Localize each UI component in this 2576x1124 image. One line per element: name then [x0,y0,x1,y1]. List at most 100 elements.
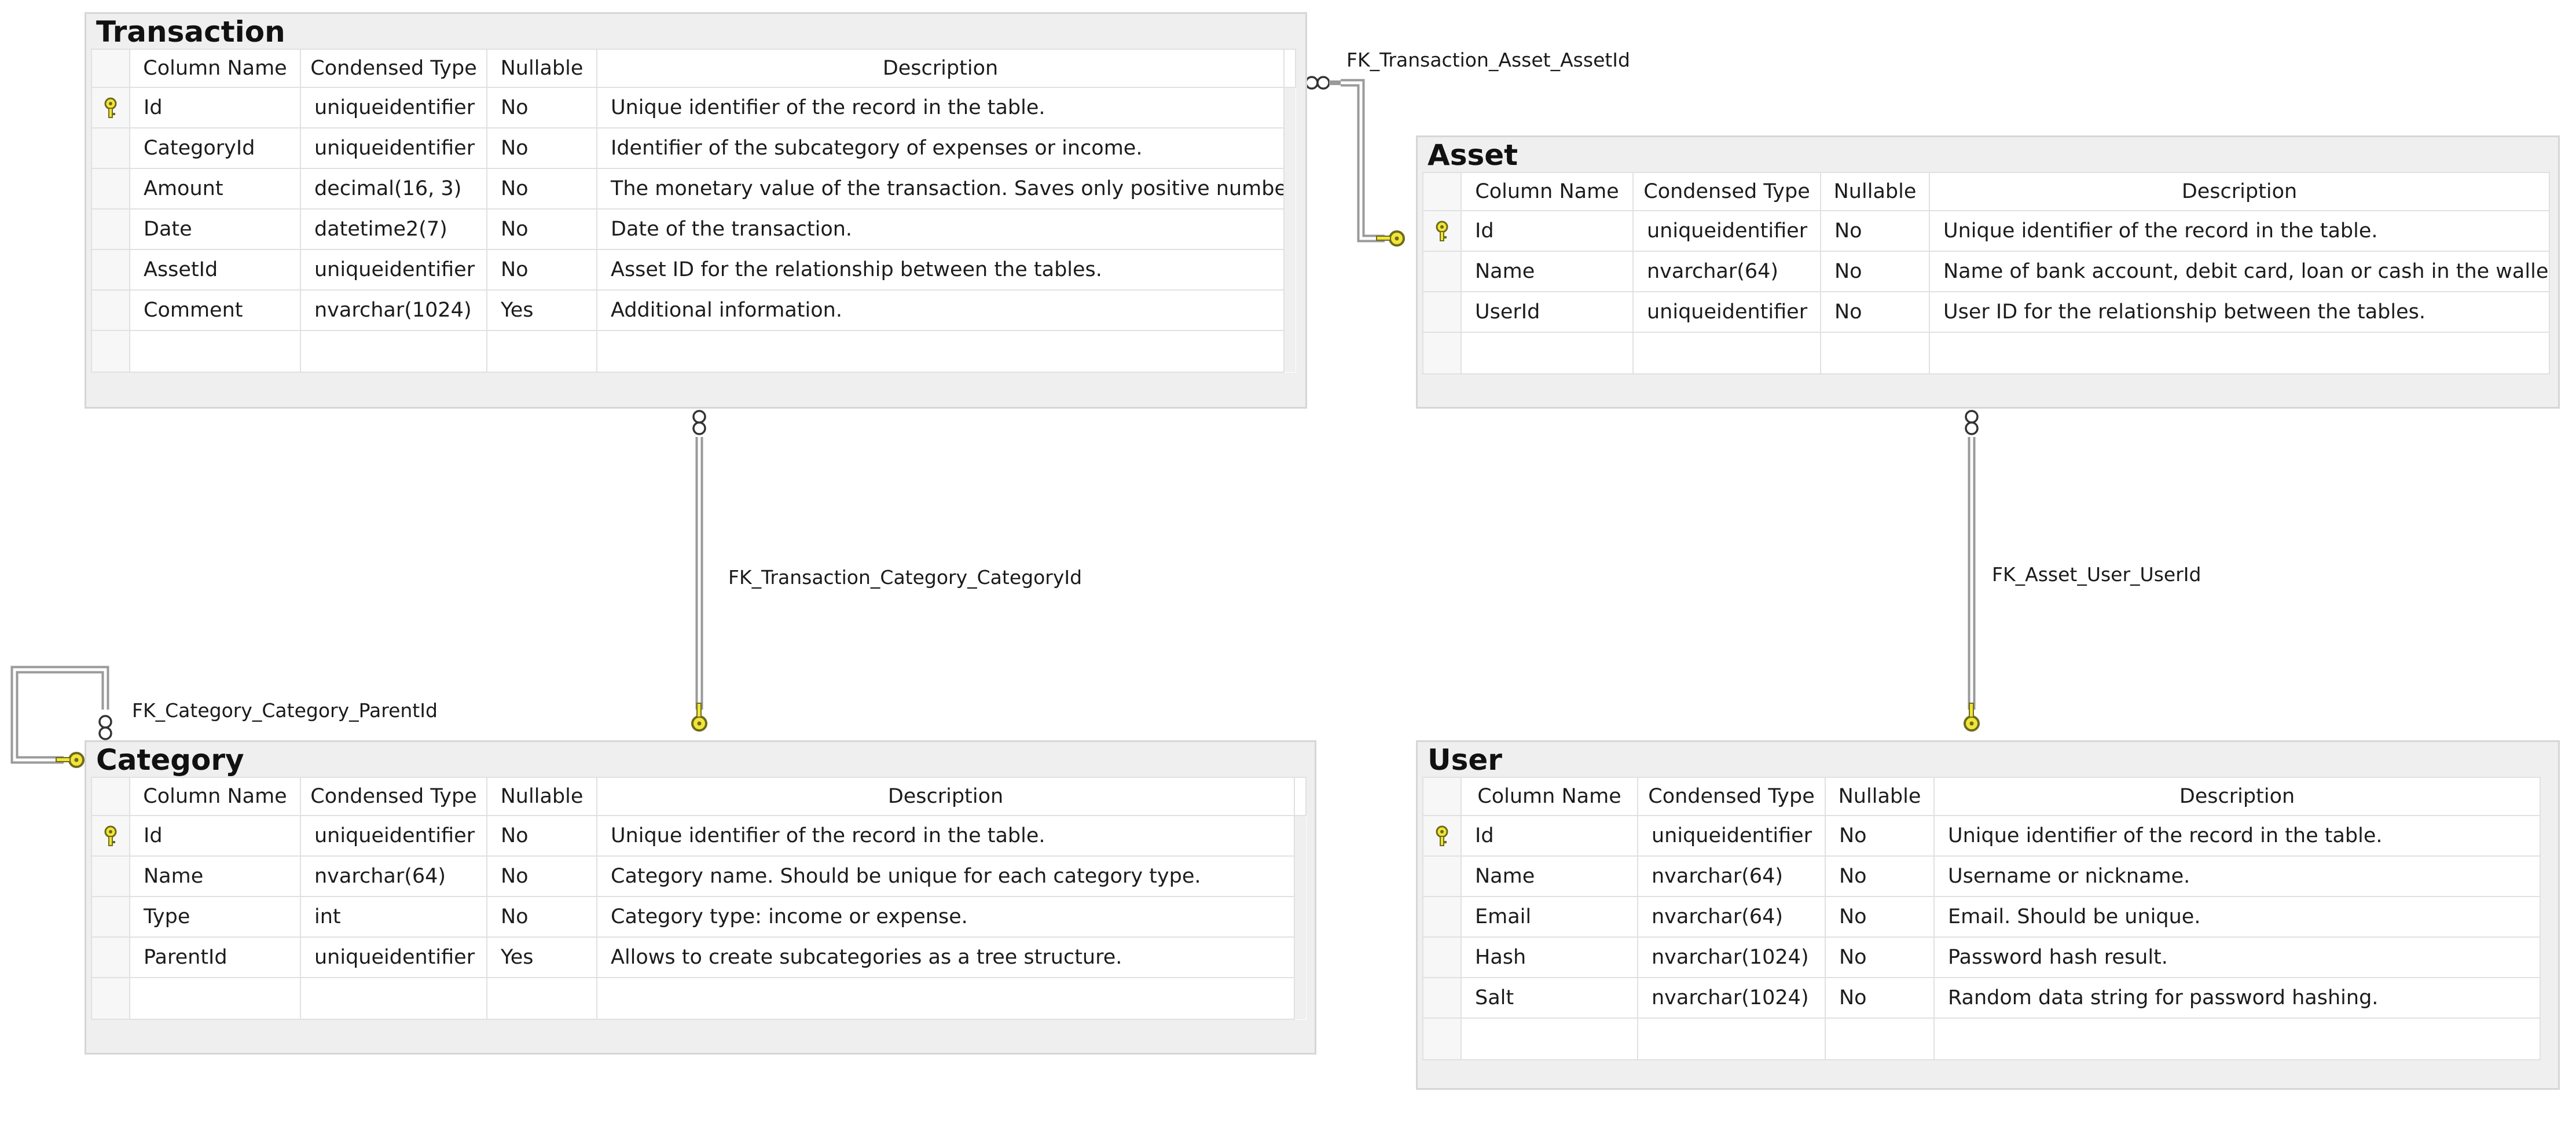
row-selector[interactable] [91,936,130,978]
table-row[interactable]: Salt nvarchar(1024) No Random data strin… [1422,977,2541,1019]
cell-column-name[interactable]: Email [1461,896,1638,938]
row-selector[interactable] [91,855,130,897]
table-row[interactable]: Id uniqueidentifier No Unique identifier… [91,815,1306,857]
cell-column-name[interactable]: AssetId [129,249,301,291]
cell-nullable[interactable]: No [486,815,597,857]
cell-column-name[interactable]: Salt [1461,977,1638,1019]
cell-nullable[interactable]: No [1825,936,1935,978]
cell-condensed-type[interactable]: nvarchar(1024) [1637,936,1826,978]
column-name-header[interactable]: Column Name [1461,777,1638,816]
nullable-header[interactable]: Nullable [486,49,597,88]
cell-condensed-type[interactable]: uniqueidentifier [1637,815,1826,857]
category-table[interactable]: Category Column Name Condensed Type Null… [85,740,1316,1055]
cell-column-name[interactable]: Name [1461,855,1638,897]
new-row-placeholder[interactable] [1422,1018,2541,1060]
table-row[interactable]: Comment nvarchar(1024) Yes Additional in… [91,289,1296,331]
table-row[interactable]: Date datetime2(7) No Date of the transac… [91,208,1296,250]
cell-nullable[interactable]: No [1825,815,1935,857]
cell-condensed-type[interactable]: uniqueidentifier [1632,291,1821,333]
empty-cell[interactable] [1632,332,1821,374]
fk-transaction-asset-connector[interactable] [1305,76,1405,247]
row-selector[interactable] [1422,251,1462,292]
cell-column-name[interactable]: Hash [1461,936,1638,978]
cell-nullable[interactable]: No [486,249,597,291]
empty-cell[interactable] [300,330,487,373]
cell-condensed-type[interactable]: uniqueidentifier [300,87,487,128]
cell-description[interactable]: Identifier of the subcategory of expense… [596,127,1285,169]
cell-nullable[interactable]: No [486,208,597,250]
condensed-type-header[interactable]: Condensed Type [1637,777,1826,816]
row-selector[interactable] [91,249,130,291]
cell-nullable[interactable]: No [486,896,597,938]
cell-nullable[interactable]: No [1825,855,1935,897]
asset-table[interactable]: Asset Column Name Condensed Type Nullabl… [1416,135,2560,409]
cell-nullable[interactable]: No [1820,210,1930,252]
table-row[interactable]: ParentId uniqueidentifier Yes Allows to … [91,936,1306,978]
cell-nullable[interactable]: Yes [486,936,597,978]
empty-cell[interactable] [300,977,487,1020]
cell-description[interactable]: Name of bank account, debit card, loan o… [1929,251,2550,292]
row-selector[interactable] [91,87,130,128]
cell-column-name[interactable]: CategoryId [129,127,301,169]
table-row[interactable]: Email nvarchar(64) No Email. Should be u… [1422,896,2541,938]
row-selector[interactable] [1422,896,1462,938]
row-selector[interactable] [91,127,130,169]
description-header[interactable]: Description [596,777,1295,816]
cell-column-name[interactable]: Amount [129,168,301,210]
cell-condensed-type[interactable]: decimal(16, 3) [300,168,487,210]
empty-cell[interactable] [129,330,301,373]
table-row[interactable]: AssetId uniqueidentifier No Asset ID for… [91,249,1296,291]
cell-description[interactable]: Unique identifier of the record in the t… [596,815,1295,857]
row-selector[interactable] [1422,210,1462,252]
row-selector[interactable] [91,289,130,331]
transaction-table[interactable]: Transaction Column Name Condensed Type N… [85,12,1307,409]
fk-asset-user-connector[interactable] [1964,410,1980,732]
cell-column-name[interactable]: ParentId [129,936,301,978]
column-name-header[interactable]: Column Name [129,777,301,816]
cell-condensed-type[interactable]: nvarchar(1024) [1637,977,1826,1019]
cell-column-name[interactable]: Comment [129,289,301,331]
empty-cell[interactable] [1820,332,1930,374]
cell-nullable[interactable]: No [1820,251,1930,292]
cell-column-name[interactable]: UserId [1461,291,1634,333]
cell-condensed-type[interactable]: uniqueidentifier [1632,210,1821,252]
empty-cell[interactable] [1933,1018,2541,1060]
description-header[interactable]: Description [1929,172,2550,211]
cell-nullable[interactable]: No [486,168,597,210]
cell-condensed-type[interactable]: nvarchar(64) [1637,855,1826,897]
empty-cell[interactable] [1929,332,2550,374]
table-row[interactable]: Amount decimal(16, 3) No The monetary va… [91,168,1296,210]
cell-nullable[interactable]: No [486,87,597,128]
empty-cell[interactable] [1825,1018,1935,1060]
table-row[interactable]: Hash nvarchar(1024) No Password hash res… [1422,936,2541,978]
cell-description[interactable]: User ID for the relationship between the… [1929,291,2550,333]
row-selector[interactable] [1422,291,1462,333]
empty-cell[interactable] [1461,332,1634,374]
row-selector[interactable] [91,977,130,1020]
cell-description[interactable]: Email. Should be unique. [1933,896,2541,938]
fk-transaction-category-connector[interactable] [691,410,707,732]
new-row-placeholder[interactable] [91,330,1296,373]
row-selector[interactable] [1422,1018,1462,1060]
column-name-header[interactable]: Column Name [1461,172,1634,211]
cell-description[interactable]: The monetary value of the transaction. S… [596,168,1285,210]
new-row-placeholder[interactable] [91,977,1306,1020]
cell-nullable[interactable]: No [1825,977,1935,1019]
row-selector[interactable] [91,815,130,857]
cell-column-name[interactable]: Type [129,896,301,938]
cell-description[interactable]: Category type: income or expense. [596,896,1295,938]
row-selector[interactable] [1422,936,1462,978]
cell-column-name[interactable]: Name [129,855,301,897]
cell-description[interactable]: Category name. Should be unique for each… [596,855,1295,897]
row-selector[interactable] [1422,855,1462,897]
table-row[interactable]: Name nvarchar(64) No Name of bank accoun… [1422,251,2550,292]
row-selector[interactable] [1422,332,1462,374]
cell-condensed-type[interactable]: datetime2(7) [300,208,487,250]
cell-condensed-type[interactable]: nvarchar(64) [1632,251,1821,292]
empty-cell[interactable] [1461,1018,1638,1060]
cell-condensed-type[interactable]: nvarchar(64) [1637,896,1826,938]
fk-category-category-connector[interactable] [10,666,112,768]
cell-nullable[interactable]: No [1820,291,1930,333]
description-header[interactable]: Description [1933,777,2541,816]
cell-condensed-type[interactable]: uniqueidentifier [300,249,487,291]
